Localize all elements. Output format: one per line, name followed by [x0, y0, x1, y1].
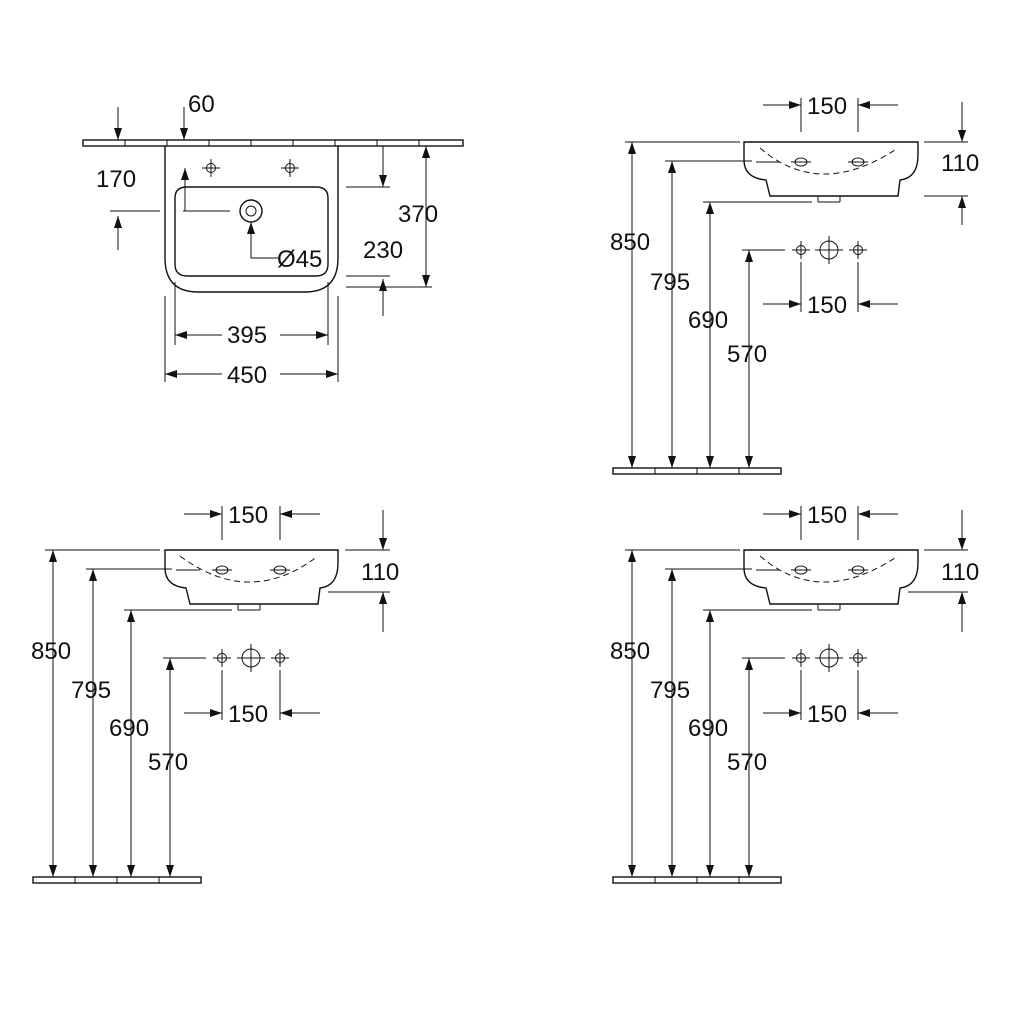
dim-570: 570 — [727, 749, 767, 776]
dim-570: 570 — [148, 749, 188, 776]
dim-connection-spacing: 150 — [228, 701, 268, 728]
tap-connection-icon — [791, 240, 811, 260]
dim-drain-diameter: Ø45 — [277, 246, 322, 273]
dim-690: 690 — [688, 715, 728, 742]
wall-strip — [82, 139, 464, 147]
tap-hole-icon — [791, 565, 811, 575]
basin-bowl — [174, 186, 329, 277]
dim-795: 795 — [650, 269, 690, 296]
basin-elevation — [743, 141, 919, 197]
basin-elevation — [164, 549, 339, 605]
waste-connection-icon — [814, 235, 844, 265]
tap-hole-icon — [280, 158, 300, 178]
dim-tap-spacing: 150 — [228, 502, 268, 529]
dim-connection-spacing: 150 — [807, 701, 847, 728]
dim-tap-spacing: 150 — [807, 93, 847, 120]
dim-60: 60 — [188, 91, 215, 118]
dim-basin-height: 110 — [361, 559, 399, 586]
dim-basin-height: 110 — [941, 559, 979, 586]
tap-connection-icon — [270, 648, 290, 668]
dim-570: 570 — [727, 341, 767, 368]
tap-hole-icon — [201, 158, 221, 178]
top-view: 60 170 370 230 Ø45 395 — [82, 91, 464, 389]
tap-hole-icon — [791, 157, 811, 167]
dim-230: 230 — [363, 237, 403, 264]
drain-icon — [239, 199, 263, 223]
basin-elevation — [743, 549, 919, 605]
tap-connection-icon — [791, 648, 811, 668]
dim-170: 170 — [96, 166, 136, 193]
dim-tap-spacing: 150 — [807, 502, 847, 529]
tap-connection-icon — [212, 648, 232, 668]
dim-450: 450 — [227, 362, 267, 389]
tap-hole-icon — [212, 565, 232, 575]
dim-395: 395 — [227, 322, 267, 349]
dim-850: 850 — [610, 229, 650, 256]
side-view-2: 150 110 850 795 690 570 — [31, 502, 399, 884]
dim-690: 690 — [688, 307, 728, 334]
side-view-3: 150 110 850 795 690 570 — [610, 502, 979, 884]
tap-hole-icon — [848, 565, 868, 575]
dim-connection-spacing: 150 — [807, 292, 847, 319]
dim-795: 795 — [71, 677, 111, 704]
tap-connection-icon — [848, 648, 868, 668]
dim-690: 690 — [109, 715, 149, 742]
waste-connection-icon — [236, 643, 266, 673]
tap-hole-icon — [270, 565, 290, 575]
dim-850: 850 — [610, 638, 650, 665]
basin-outline — [164, 146, 339, 293]
tap-connection-icon — [848, 240, 868, 260]
dim-370: 370 — [398, 201, 438, 228]
tap-hole-icon — [848, 157, 868, 167]
dim-795: 795 — [650, 677, 690, 704]
dim-850: 850 — [31, 638, 71, 665]
waste-connection-icon — [814, 643, 844, 673]
side-view-1: 150 110 850 795 690 570 — [610, 93, 979, 475]
dim-basin-height: 110 — [941, 150, 979, 177]
